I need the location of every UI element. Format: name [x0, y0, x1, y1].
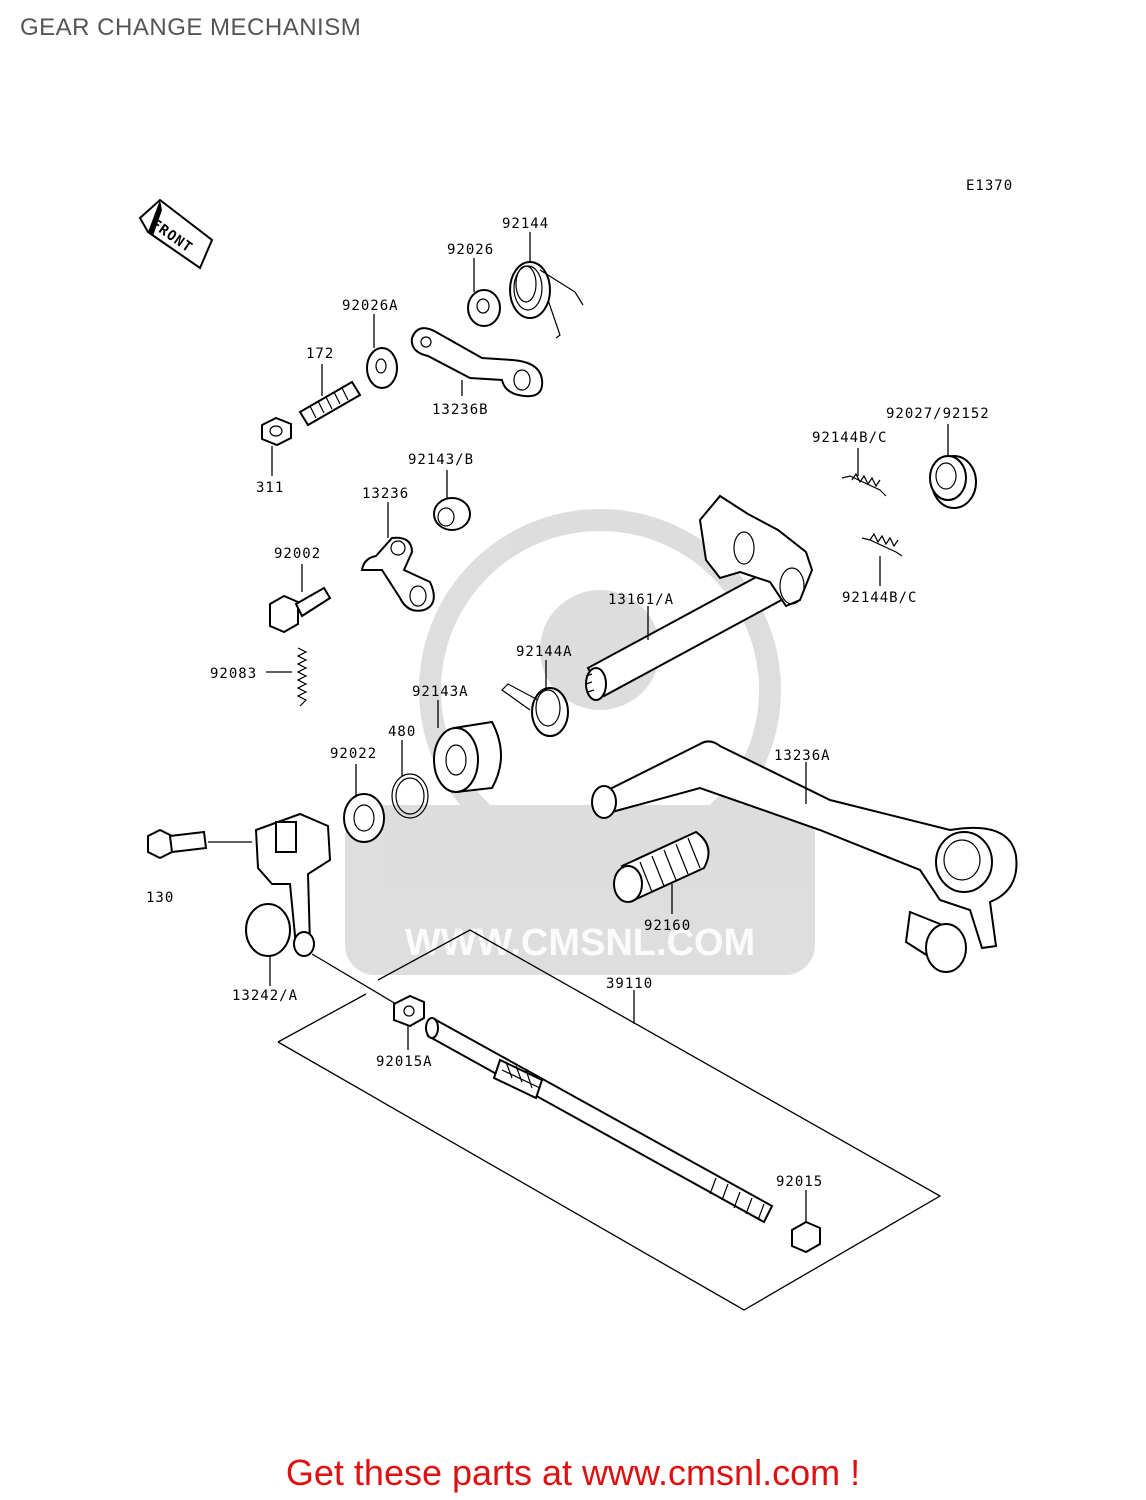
joint-13242A: [245, 812, 332, 957]
assembly-outline: [277, 929, 942, 1311]
label-172: 172: [306, 346, 334, 362]
label-92026: 92026: [447, 242, 494, 258]
stud-172: [298, 380, 362, 427]
label-92015: 92015: [776, 1174, 823, 1190]
diagram-code: E1370: [966, 178, 1013, 194]
label-39110: 39110: [606, 976, 653, 992]
washer-92026A: [366, 347, 398, 389]
tie-rod-39110: [425, 1017, 774, 1224]
label-92144A: 92144A: [516, 644, 573, 660]
label-92083: 92083: [210, 666, 257, 682]
plate-13236B: [410, 327, 544, 398]
washer-92026: [467, 289, 501, 327]
collar-92143A: [433, 720, 502, 794]
spring-92144A: [501, 683, 569, 737]
rubber-92160: [613, 830, 710, 903]
label-13236A: 13236A: [774, 748, 831, 764]
front-arrow-icon: FRONT: [138, 198, 214, 270]
spring-92144B-C-bottom: [861, 532, 903, 557]
label-92027-92152: 92027/92152: [886, 406, 990, 422]
label-480: 480: [388, 724, 416, 740]
label-92144B-C-top: 92144B/C: [812, 430, 887, 446]
spring-92083: [296, 647, 308, 707]
label-92144B-C-bottom: 92144B/C: [842, 590, 917, 606]
nut-92015: [791, 1220, 821, 1254]
torsion-spring-92144: [509, 261, 584, 339]
page-title: GEAR CHANGE MECHANISM: [20, 14, 362, 41]
nut-311: [261, 416, 292, 447]
label-92015A: 92015A: [376, 1054, 433, 1070]
cap-92027-92152: [929, 455, 977, 509]
nut-92015A: [393, 994, 425, 1028]
pedal-lever-13236A: [591, 740, 1018, 973]
circlip-480: [391, 773, 429, 819]
label-13236: 13236: [362, 486, 409, 502]
spring-92144B-C-top: [841, 472, 887, 497]
label-13236B: 13236B: [432, 402, 489, 418]
label-92143B: 92143/B: [408, 452, 474, 468]
label-92160: 92160: [644, 918, 691, 934]
label-92022: 92022: [330, 746, 377, 762]
bolt-92002: [269, 586, 332, 634]
label-13161A: 13161/A: [608, 592, 674, 608]
label-92144: 92144: [502, 216, 549, 232]
shift-shaft-13161A: [585, 494, 814, 701]
collar-92143B: [433, 497, 471, 531]
label-92026A: 92026A: [342, 298, 399, 314]
label-130: 130: [146, 890, 174, 906]
lever-13236: [360, 536, 435, 612]
bolt-130: [147, 828, 252, 860]
washer-92022: [343, 793, 385, 843]
footer-link[interactable]: Get these parts at www.cmsnl.com !: [285, 1452, 861, 1493]
watermark-text: WWW.CMSNL.COM: [405, 922, 755, 964]
label-92143A: 92143A: [412, 684, 469, 700]
label-92002: 92002: [274, 546, 321, 562]
label-311: 311: [256, 480, 284, 496]
label-13242A: 13242/A: [232, 988, 298, 1004]
